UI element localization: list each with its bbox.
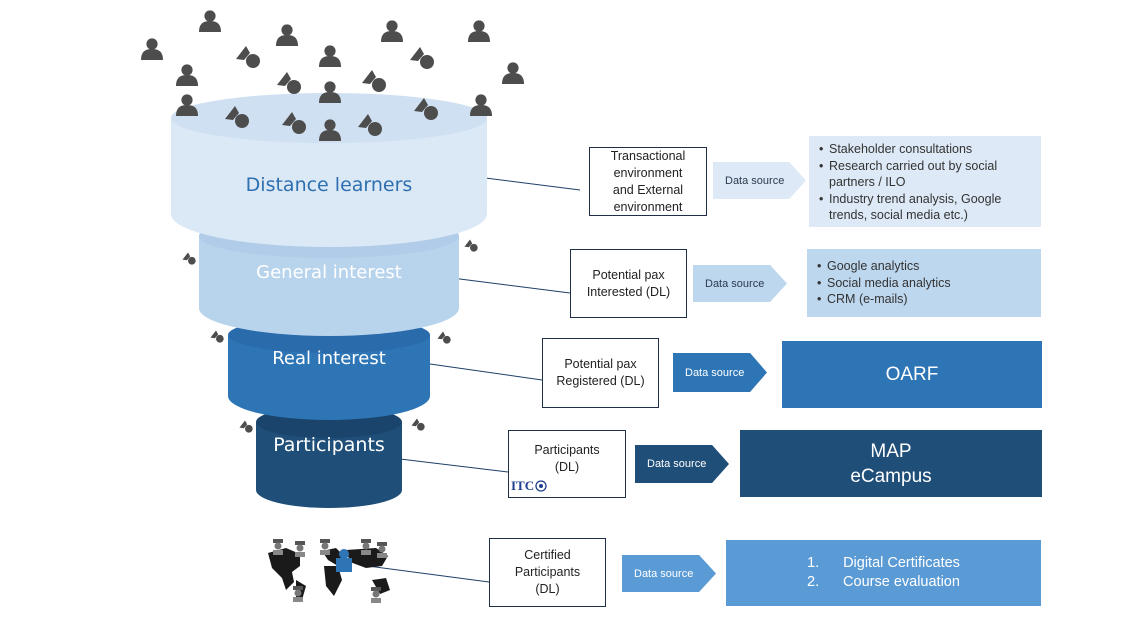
system-box-map-ecampus: MAP eCampus bbox=[740, 430, 1042, 497]
stage-box-potential-interested: Potential pax Interested (DL) bbox=[570, 249, 687, 318]
system-line: OARF bbox=[885, 364, 939, 385]
stage-box-participants: Participants (DL) ITC bbox=[508, 430, 626, 498]
data-source-list: Google analytics Social media analytics … bbox=[807, 249, 1041, 317]
data-source-list: Stakeholder consultations Research carri… bbox=[809, 136, 1041, 227]
person-icon bbox=[199, 10, 221, 32]
data-source-arrow: Data source bbox=[673, 353, 767, 392]
graduate-icon bbox=[273, 539, 283, 555]
person-icon bbox=[470, 94, 492, 116]
system-line: eCampus bbox=[850, 465, 932, 487]
stage-line: Interested (DL) bbox=[586, 284, 671, 299]
person-icon bbox=[276, 24, 298, 46]
person-icon bbox=[176, 64, 198, 86]
funnel-level-distance-learners bbox=[171, 93, 487, 247]
person-icon bbox=[468, 20, 490, 42]
person-icon bbox=[319, 45, 341, 67]
system-box-oarf: OARF bbox=[782, 341, 1042, 408]
source-item: Stakeholder consultations bbox=[819, 141, 1033, 158]
stage-line: and External bbox=[612, 182, 684, 197]
output-text: Course evaluation bbox=[843, 574, 960, 590]
graduate-icon bbox=[320, 539, 330, 555]
stage-line: environment bbox=[613, 199, 683, 214]
graduate-icon bbox=[295, 541, 305, 557]
output-text: Digital Certificates bbox=[843, 555, 960, 571]
stage-box-certified: Certified Participants (DL) bbox=[489, 538, 606, 607]
output-number: 1. bbox=[807, 555, 820, 571]
chair-icon bbox=[277, 72, 301, 94]
person-icon bbox=[319, 81, 341, 103]
stage-line: Participants bbox=[534, 443, 600, 457]
person-icon bbox=[141, 38, 163, 60]
source-item: Industry trend analysis, Google trends, … bbox=[819, 191, 1033, 224]
stage-box-potential-registered: Potential pax Registered (DL) bbox=[542, 338, 659, 408]
funnel-label-participants: Participants bbox=[273, 434, 385, 456]
person-icon bbox=[381, 20, 403, 42]
stage-line: environment bbox=[613, 165, 683, 180]
world-map-icon bbox=[268, 539, 390, 603]
data-source-arrow: Data source bbox=[693, 265, 787, 302]
output-item: 2. Course evaluation bbox=[807, 573, 960, 592]
graduate-icon bbox=[371, 587, 381, 603]
stage-line: (DL) bbox=[535, 582, 560, 596]
source-item: CRM (e-mails) bbox=[817, 291, 1033, 308]
stage-line: Potential pax bbox=[564, 357, 637, 371]
person-icon bbox=[502, 62, 524, 84]
system-line: MAP bbox=[870, 440, 912, 462]
stage-box-transactional: Transactional environment and External e… bbox=[589, 147, 707, 216]
stage-line: Certified bbox=[524, 548, 571, 562]
graduate-icon bbox=[361, 539, 371, 555]
source-item: Research carried out by social partners … bbox=[819, 158, 1033, 191]
stage-line: Potential pax bbox=[592, 267, 665, 282]
source-item: Social media analytics bbox=[817, 275, 1033, 292]
chair-icon bbox=[236, 46, 260, 68]
stage-line: (DL) bbox=[554, 460, 580, 474]
chair-icon bbox=[362, 70, 386, 92]
funnel-label-general-interest: General interest bbox=[256, 262, 402, 283]
stage-line: Transactional bbox=[610, 148, 686, 163]
output-item: 1. Digital Certificates bbox=[807, 554, 960, 573]
source-item: Google analytics bbox=[817, 258, 1033, 275]
funnel-label-distance-learners: Distance learners bbox=[246, 174, 413, 196]
output-number: 2. bbox=[807, 574, 820, 590]
output-box: 1. Digital Certificates 2. Course evalua… bbox=[726, 540, 1041, 606]
chair-icon bbox=[410, 47, 434, 69]
data-source-arrow: Data source bbox=[622, 555, 716, 592]
connector-lines bbox=[367, 174, 581, 583]
funnel-label-real-interest: Real interest bbox=[272, 348, 386, 369]
itc-logo: ITC bbox=[511, 477, 547, 494]
data-source-arrow: Data source bbox=[635, 445, 729, 483]
stage-line: Registered (DL) bbox=[556, 374, 645, 388]
itc-logo-text: ITC bbox=[511, 478, 535, 493]
stage-line: Participants bbox=[514, 565, 581, 579]
funnel-level-participants bbox=[256, 406, 402, 508]
data-source-arrow: Data source bbox=[713, 162, 806, 199]
